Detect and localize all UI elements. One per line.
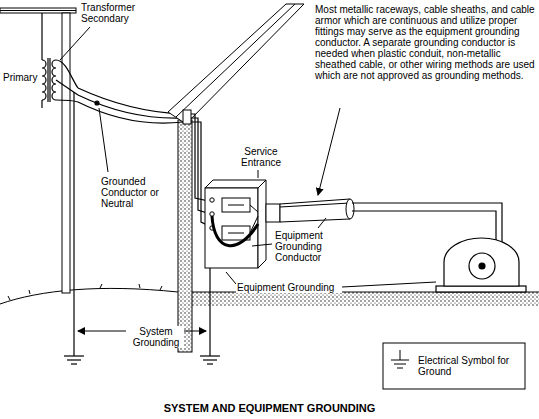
motor-part <box>469 253 495 279</box>
leader-lines-part <box>78 331 126 332</box>
building-part <box>178 120 192 352</box>
leader-lines-part <box>99 108 108 172</box>
transformer-part <box>56 100 78 102</box>
service-box-part <box>210 212 214 216</box>
service-drop-part <box>78 102 183 123</box>
conduit-part <box>266 204 280 222</box>
utility-pole-part <box>62 13 70 293</box>
service-box-part <box>205 180 266 188</box>
system-ground-label: System Grounding <box>128 326 184 348</box>
building-part <box>176 4 295 117</box>
diagram-title: SYSTEM AND EQUIPMENT GROUNDING <box>0 402 539 415</box>
system-ground-wire-part <box>73 92 74 356</box>
utility-pole-part <box>0 10 76 11</box>
grounding-electrode-part <box>207 363 213 364</box>
leader-lines-part <box>252 244 272 246</box>
leader-lines-part <box>60 27 90 60</box>
primary-label: Primary <box>2 72 40 83</box>
legend-box-part <box>394 364 406 365</box>
transformer-part <box>56 60 78 88</box>
neutral-label: Grounded Conductor or Neutral <box>100 176 168 209</box>
grounding-electrode-part <box>203 359 217 360</box>
legend-box-part <box>391 360 409 361</box>
building-part <box>183 110 191 124</box>
service-drop <box>78 88 183 123</box>
system-ground-wire-part <box>67 359 81 360</box>
service-box-part <box>258 180 266 268</box>
transformer-part <box>41 13 42 60</box>
leader-lines-part <box>342 282 436 287</box>
service-box-part <box>210 198 214 202</box>
transformer-part <box>47 58 48 102</box>
equipment-ground-label: Equipment Grounding <box>236 282 342 293</box>
motor-part <box>436 286 526 292</box>
service-box-part <box>228 205 244 206</box>
ground-surface-part <box>8 284 162 300</box>
conduit-part <box>352 203 502 242</box>
service-box-part <box>212 216 258 246</box>
building <box>168 4 304 352</box>
note-text: Most metallic raceways, cable sheaths, a… <box>314 4 536 81</box>
service-drop-part <box>78 95 183 118</box>
utility-pole <box>0 8 76 293</box>
utility-pole-part <box>0 8 76 13</box>
building-part <box>168 4 304 124</box>
motor <box>436 238 526 292</box>
system-ground-wire-part <box>71 363 77 364</box>
conduit-part <box>280 199 350 222</box>
legend-box-part <box>383 343 525 389</box>
transformer-part <box>56 80 78 95</box>
transformer <box>42 13 78 108</box>
legend-box <box>383 343 525 389</box>
service-box-part <box>205 188 258 268</box>
leader-lines-part <box>182 331 206 332</box>
grounding-electrode-part <box>209 268 210 356</box>
leader-lines-part <box>226 272 236 284</box>
legend-text: Electrical Symbol for Ground <box>418 355 522 377</box>
grounding-electrode <box>200 268 220 364</box>
service-label: Service Entrance <box>232 146 290 168</box>
system-ground-wire-part <box>64 355 84 356</box>
service-box <box>205 170 266 268</box>
transformer-part <box>52 60 56 100</box>
leader-lines-part <box>318 108 340 195</box>
egc-label: Equipment Grounding Conductor <box>274 230 334 263</box>
legend-box-part <box>397 368 403 369</box>
transformer-part <box>49 58 50 102</box>
transformer-part <box>42 60 46 100</box>
ground-surface-part <box>0 288 178 304</box>
transformer-part <box>41 100 42 108</box>
service-box-part <box>228 233 244 234</box>
legend-box-part <box>400 350 401 360</box>
motor-part <box>444 238 519 286</box>
conduit-part <box>346 199 354 219</box>
service-box-part <box>222 198 250 212</box>
motor-part <box>479 263 485 269</box>
grounding-electrode-part <box>200 355 220 356</box>
service-drop-part <box>95 101 99 105</box>
service-box-part <box>258 170 259 178</box>
ground-surface-part <box>192 292 539 306</box>
service-drop-part <box>78 88 183 114</box>
system-ground-wire <box>64 92 84 364</box>
leader-lines-part <box>318 218 326 228</box>
conduit-part <box>280 203 350 207</box>
transformer-label: Transformer Secondary <box>80 2 144 24</box>
